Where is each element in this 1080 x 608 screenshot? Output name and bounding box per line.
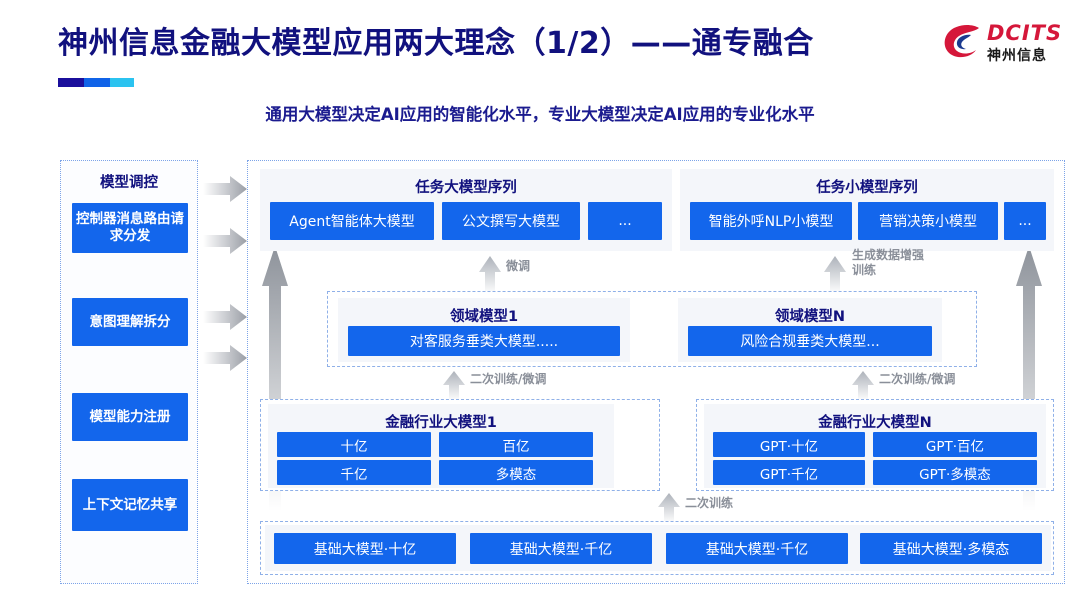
chip-foundation-1000y-b[interactable]: 基础大模型·千亿 <box>666 533 848 564</box>
logo-wordmark: DCITS <box>987 21 1063 45</box>
panel-industry-model-1: 金融行业大模型1 十亿 百亿 千亿 多模态 <box>268 404 614 488</box>
chip-domain-model-1[interactable]: 对客服务垂类大模型..... <box>348 326 620 356</box>
flow-arrow-up-gen-data <box>824 256 846 294</box>
sidebar-item-capability-registry[interactable]: 模型能力注册 <box>72 393 188 441</box>
flow-arrow-up-long-right <box>1016 246 1042 511</box>
flow-arrow-up-finetune <box>479 256 501 294</box>
chip-agent-big-model[interactable]: Agent智能体大模型 <box>270 202 434 240</box>
panel-title-domain-n: 领域模型N <box>774 309 846 325</box>
sidebar-item-context-memory[interactable]: 上下文记忆共享 <box>72 479 188 531</box>
chip-foundation-1000y-a[interactable]: 基础大模型·千亿 <box>470 533 652 564</box>
panel-title-task-small: 任务小模型序列 <box>816 180 918 196</box>
chip-industry1-100y[interactable]: 百亿 <box>439 432 593 457</box>
panel-foundation-models: 基础大模型·十亿 基础大模型·千亿 基础大模型·千亿 基础大模型·多模态 <box>265 525 1051 571</box>
arrow-label-gen-data-aug-line2: 训练 <box>852 263 877 277</box>
chip-outbound-nlp-small-model[interactable]: 智能外呼NLP小模型 <box>690 202 852 240</box>
panel-title-industry-1: 金融行业大模型1 <box>385 415 497 431</box>
chip-industryn-gpt-1000y[interactable]: GPT·千亿 <box>713 460 865 485</box>
chip-marketing-decision-small-model[interactable]: 营销决策小模型 <box>858 202 998 240</box>
flow-arrow-up-retrain-center <box>658 493 680 523</box>
chip-task-small-more[interactable]: ... <box>1004 202 1046 240</box>
industry-model-1-group: 金融行业大模型1 十亿 百亿 千亿 多模态 <box>260 399 660 491</box>
page-title: 神州信息金融大模型应用两大理念（1/2）——通专融合 <box>58 26 814 61</box>
chip-domain-model-n[interactable]: 风险合规垂类大模型... <box>688 326 932 356</box>
arrow-label-retrain: 二次训练 <box>685 496 734 510</box>
panel-domain-model-n: 领域模型N 风险合规垂类大模型... <box>678 298 942 362</box>
chip-industryn-gpt-multimodal[interactable]: GPT·多模态 <box>873 460 1037 485</box>
arrow-label-retrain-finetune-left: 二次训练/微调 <box>470 372 547 386</box>
flow-arrow-right-3 <box>203 304 247 330</box>
chip-foundation-multimodal[interactable]: 基础大模型·多模态 <box>860 533 1042 564</box>
chip-industryn-gpt-100y[interactable]: GPT·百亿 <box>873 432 1037 457</box>
dcits-swirl-icon <box>944 25 979 58</box>
industry-model-n-group: 金融行业大模型N GPT·十亿 GPT·百亿 GPT·千亿 GPT·多模态 <box>696 399 1054 491</box>
sidebar-item-intent[interactable]: 意图理解拆分 <box>72 298 188 346</box>
chip-doc-writing-big-model[interactable]: 公文撰写大模型 <box>442 202 580 240</box>
flow-arrow-up-long-left <box>262 246 288 511</box>
flow-arrow-right-4 <box>203 345 247 371</box>
chip-industryn-gpt-10y[interactable]: GPT·十亿 <box>713 432 865 457</box>
company-logo: DCITS 神州信息 <box>941 20 1066 68</box>
logo-wordmark-cn: 神州信息 <box>987 48 1047 64</box>
architecture-container: 任务大模型序列 Agent智能体大模型 公文撰写大模型 ... 任务小模型序列 … <box>247 160 1065 584</box>
panel-title-industry-n: 金融行业大模型N <box>818 415 932 431</box>
panel-title-domain-1: 领域模型1 <box>449 309 519 325</box>
chip-task-big-more[interactable]: ... <box>588 202 662 240</box>
accent-segment-1 <box>58 78 84 87</box>
sidebar-model-control: 模型调控 控制器消息路由请求分发 意图理解拆分 模型能力注册 上下文记忆共享 <box>60 160 198 584</box>
flow-arrow-right-1 <box>203 176 247 202</box>
title-accent-bar <box>58 78 134 87</box>
panel-domain-model-1: 领域模型1 对客服务垂类大模型..... <box>338 298 630 362</box>
chip-industry1-10y[interactable]: 十亿 <box>277 432 431 457</box>
arrow-label-finetune: 微调 <box>506 259 531 273</box>
arrow-label-gen-data-aug-line1: 生成数据增强 <box>852 248 925 262</box>
accent-segment-3 <box>110 78 134 87</box>
accent-segment-2 <box>84 78 110 87</box>
sidebar-title: 模型调控 <box>100 175 158 191</box>
foundation-models-group: 基础大模型·十亿 基础大模型·千亿 基础大模型·千亿 基础大模型·多模态 <box>260 521 1054 575</box>
arrow-label-retrain-finetune-right: 二次训练/微调 <box>879 372 956 386</box>
flow-arrow-up-retrain-left <box>443 371 465 401</box>
domain-models-group: 领域模型1 对客服务垂类大模型..... 领域模型N 风险合规垂类大模型... <box>327 291 977 367</box>
flow-arrow-right-2 <box>203 228 247 254</box>
page-subtitle: 通用大模型决定AI应用的智能化水平，专业大模型决定AI应用的专业化水平 <box>265 105 815 124</box>
chip-foundation-10y[interactable]: 基础大模型·十亿 <box>274 533 456 564</box>
panel-task-big-models: 任务大模型序列 Agent智能体大模型 公文撰写大模型 ... <box>260 169 672 251</box>
chip-industry1-multimodal[interactable]: 多模态 <box>439 460 593 485</box>
panel-industry-model-n: 金融行业大模型N GPT·十亿 GPT·百亿 GPT·千亿 GPT·多模态 <box>704 404 1046 488</box>
sidebar-item-router[interactable]: 控制器消息路由请求分发 <box>72 203 188 253</box>
panel-task-small-models: 任务小模型序列 智能外呼NLP小模型 营销决策小模型 ... <box>680 169 1054 251</box>
panel-title-task-big: 任务大模型序列 <box>415 180 517 196</box>
flow-arrow-up-retrain-right <box>852 371 874 401</box>
chip-industry1-1000y[interactable]: 千亿 <box>277 460 431 485</box>
